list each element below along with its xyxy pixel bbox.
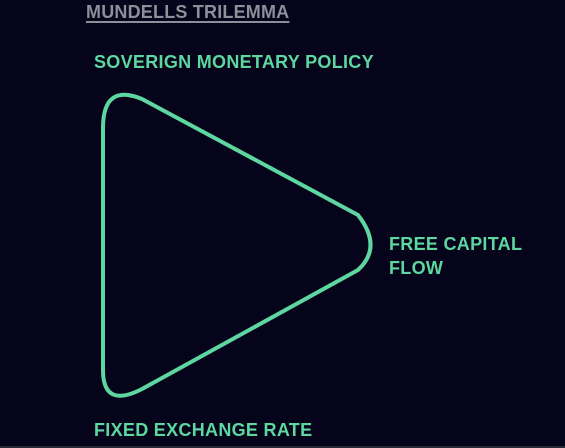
diagram-title: MUNDELLS TRILEMMA [86,2,290,22]
label-monetary-policy: SOVERIGN MONETARY POLICY [94,52,374,72]
bottom-divider [0,446,565,448]
label-capital-flow: FREE CAPITAL FLOW [389,234,522,278]
triangle-outline [101,92,373,398]
label-exchange-rate: FIXED EXCHANGE RATE [94,420,313,440]
